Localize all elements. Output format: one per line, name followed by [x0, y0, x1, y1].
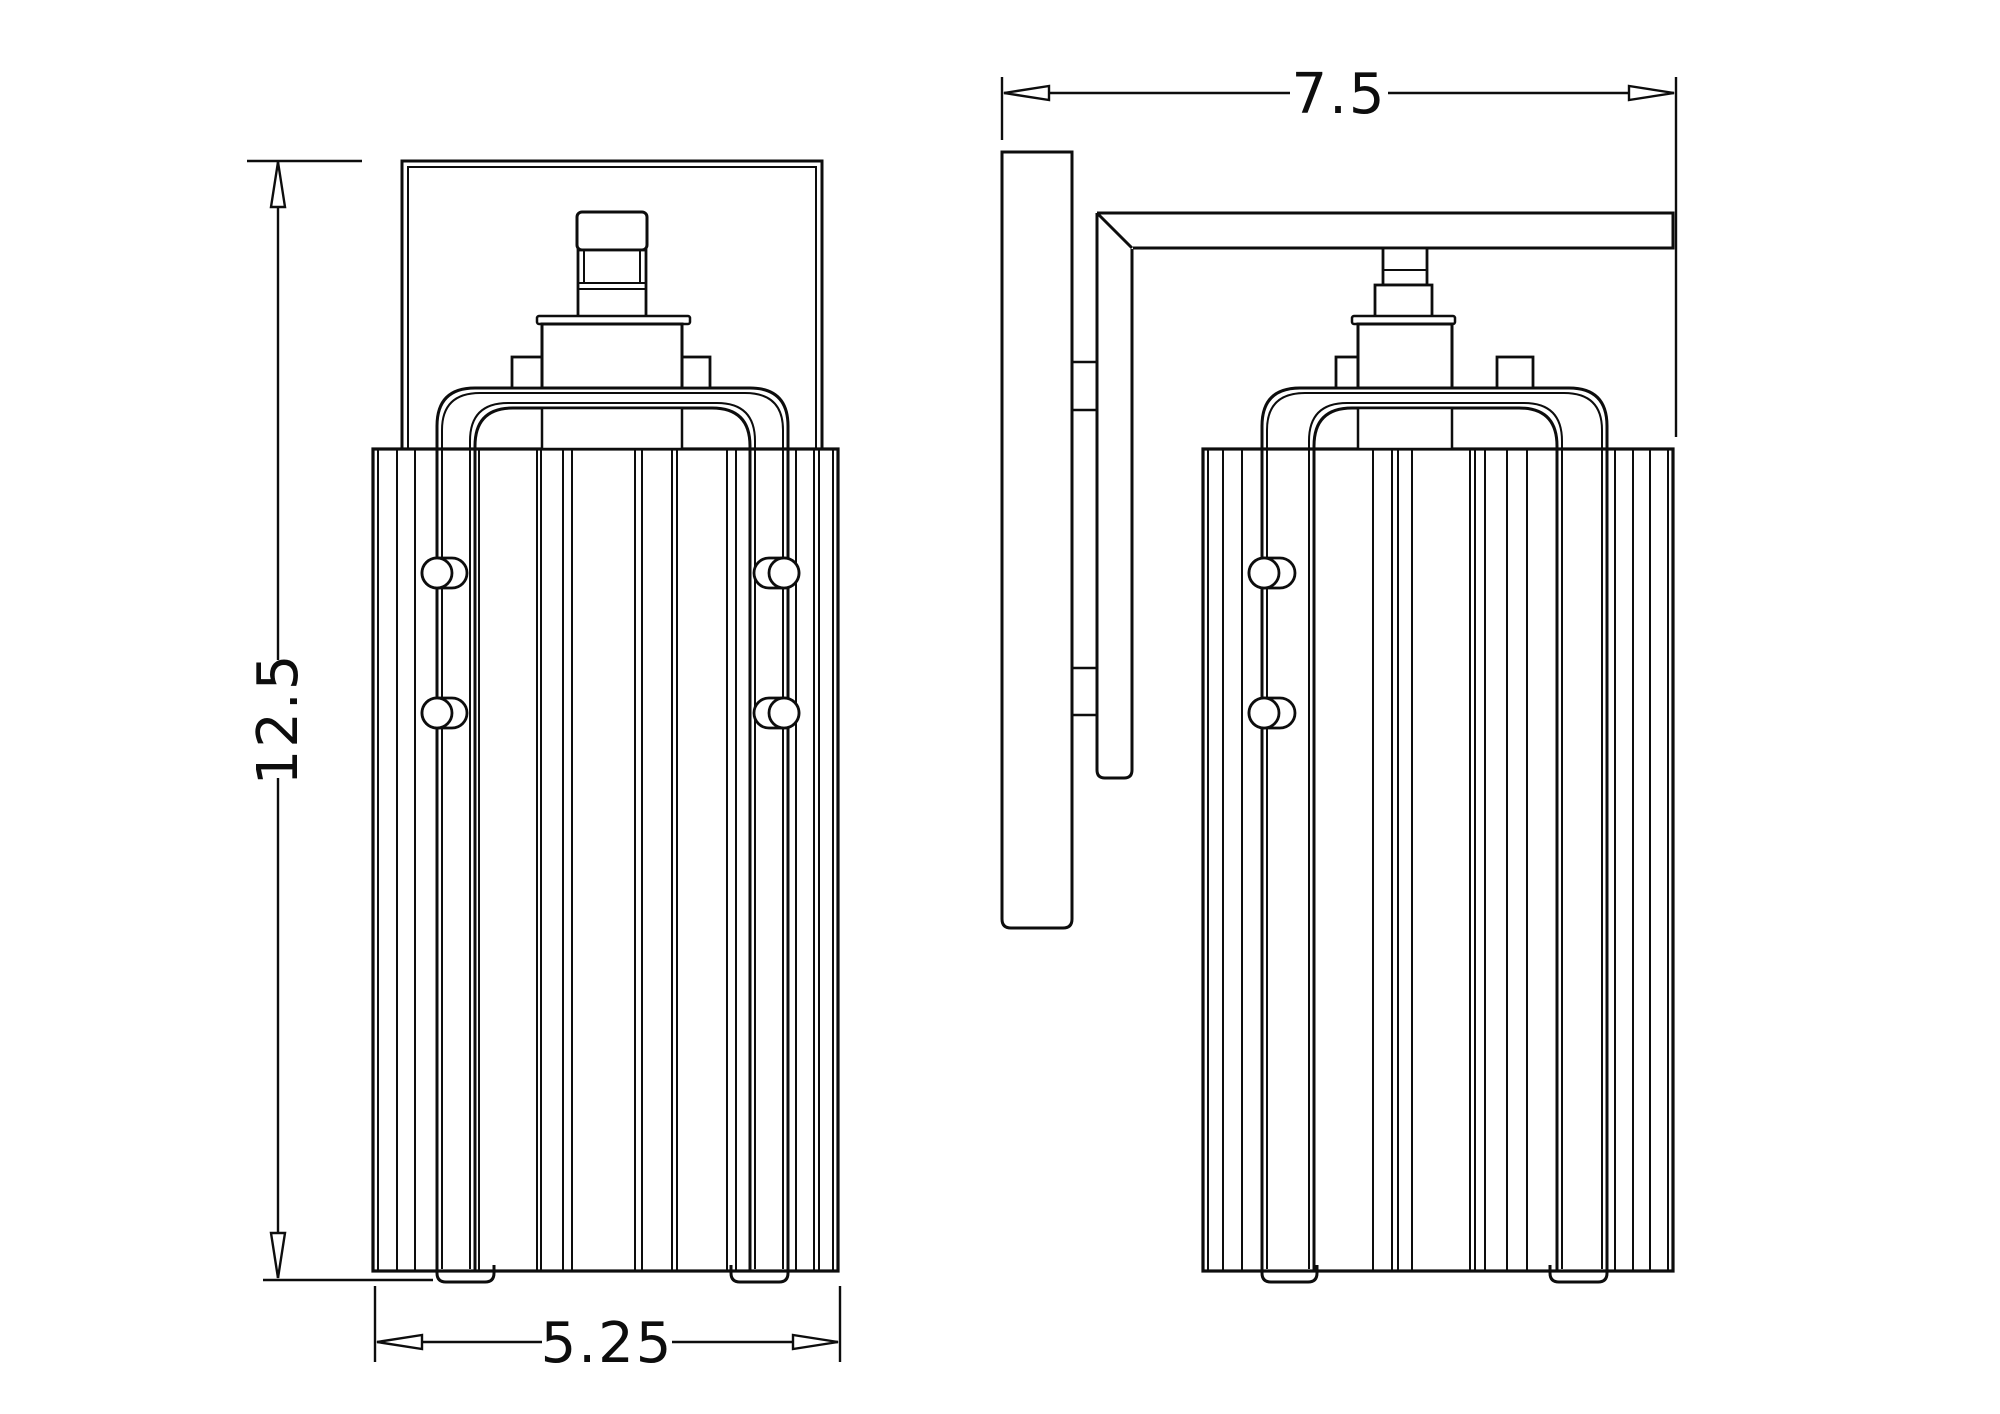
depth-dimension: 7.5 [1000, 62, 1678, 437]
shade-ribs [1222, 449, 1651, 1271]
knob-head [767, 556, 801, 590]
mounting-tabs [1072, 360, 1097, 717]
arrowhead-up [269, 161, 287, 209]
arrowhead-right [1627, 84, 1675, 102]
socket-neck [1373, 283, 1434, 319]
width-dimension-label: 5.25 [541, 1311, 674, 1376]
cage-straps-side [1260, 386, 1609, 1284]
socket-body [1356, 322, 1454, 390]
depth-dimension-label: 7.5 [1291, 62, 1386, 127]
shade-edge-lines [1207, 449, 1669, 1271]
height-dimension: 12.5 [246, 159, 433, 1282]
cage-bottom-hook-right [729, 1265, 790, 1284]
extension-lines [373, 1286, 842, 1362]
backplate-inner-edge [407, 166, 817, 449]
height-dimension-label: 12.5 [246, 653, 311, 786]
mounting-arm [1072, 211, 1675, 780]
socket-stem-detail [578, 250, 646, 290]
glass-shade-side [1201, 447, 1675, 1273]
cage-inner-edge-line [1308, 402, 1563, 1269]
front-view: 12.5 5.25 [246, 159, 842, 1376]
socket-cup [1356, 406, 1454, 451]
shade-ribs [396, 449, 820, 1271]
socket-body [540, 322, 684, 390]
arrowhead-right [791, 1333, 839, 1351]
thumbscrew-knobs-side [1247, 556, 1297, 730]
width-dimension: 5.25 [373, 1286, 842, 1376]
cage-bottom-hook-back [1260, 1265, 1319, 1284]
knob-head [420, 696, 454, 730]
side-view: 7.5 [1000, 62, 1678, 1284]
cage-bottom-hook-front [1548, 1265, 1609, 1284]
shade-edge-lines [377, 449, 834, 1271]
cage-bottom-hook-left [435, 1265, 496, 1284]
arm-vertical-outline [1095, 213, 1134, 780]
arm-corner-bevel [1096, 212, 1134, 250]
socket-stem [1381, 246, 1429, 287]
setscrew-top [575, 210, 649, 252]
socket-assembly [510, 210, 712, 451]
knob-head [767, 696, 801, 730]
arm-vertical-fill [1097, 213, 1132, 778]
arm-fill [1097, 213, 1673, 248]
wall-plate [1000, 150, 1074, 930]
strap-lug-front [1495, 355, 1535, 390]
cage-outer-edge-line [441, 392, 784, 1269]
arrowhead-left [376, 1333, 424, 1351]
socket-assembly-side [1334, 246, 1535, 451]
cage-inner-edge-line [469, 402, 756, 1269]
knob-head [420, 556, 454, 590]
thumbscrew-knobs [420, 556, 801, 730]
arrowhead-left [1003, 84, 1051, 102]
socket-cup [540, 406, 684, 451]
knob-head [1247, 556, 1281, 590]
knob-head [1247, 696, 1281, 730]
arrowhead-down [269, 1231, 287, 1279]
cage-outer-edge-line [1266, 392, 1603, 1269]
